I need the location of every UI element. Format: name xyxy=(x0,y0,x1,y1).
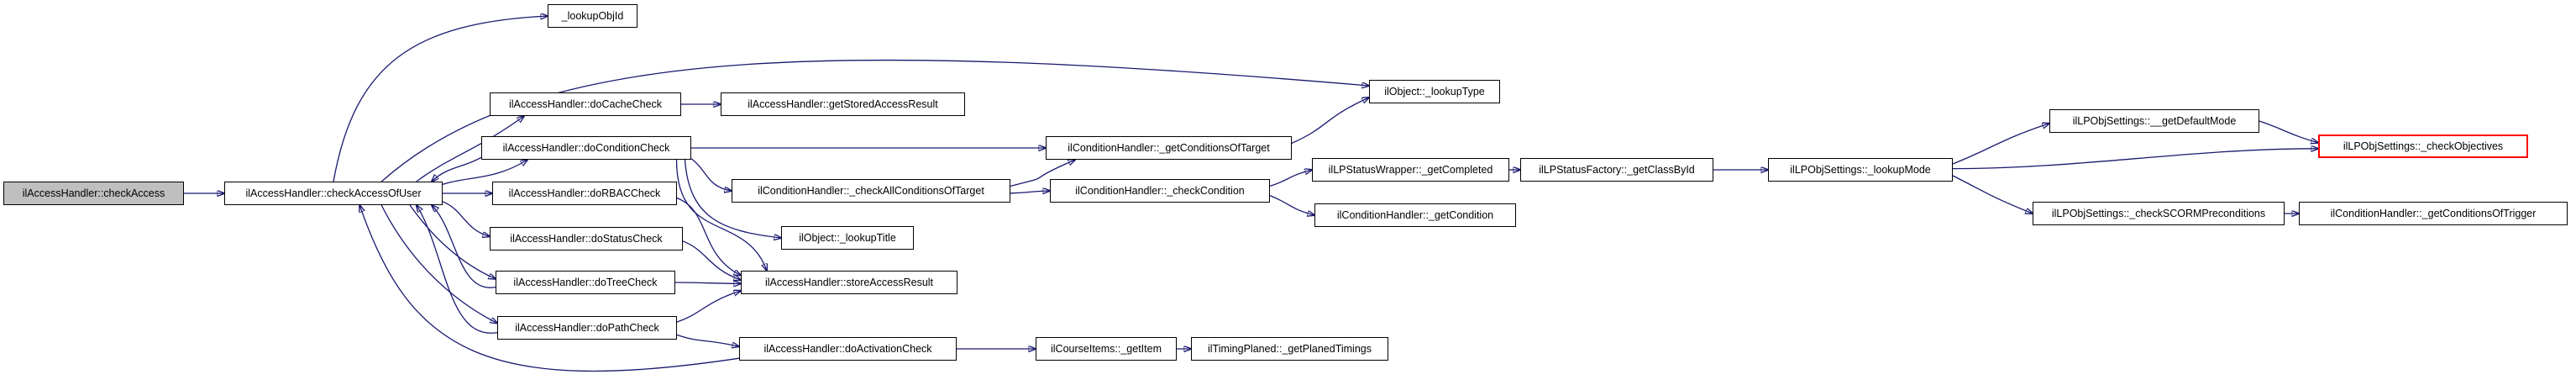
edge-check-access-of-user--do-condition-check xyxy=(442,160,527,185)
node-check-objectives[interactable]: ilLPObjSettings::_checkObjectives xyxy=(2318,134,2528,158)
edge-check-access-of-user--lookup-obj-id xyxy=(333,16,548,182)
edge-check-access-of-user--do-status-check xyxy=(442,201,490,236)
node-get-conditions-of-trigger[interactable]: ilConditionHandler::_getConditionsOfTrig… xyxy=(2299,202,2568,225)
edge-do-path-check--check-access-of-user xyxy=(417,205,498,334)
edge-lookup-mode--check-objectives xyxy=(1952,149,2318,170)
edge-do-status-check--store-access-result xyxy=(682,240,741,280)
node-do-path-check[interactable]: ilAccessHandler::doPathCheck xyxy=(497,316,677,340)
node-do-rbac-check[interactable]: ilAccessHandler::doRBACCheck xyxy=(492,182,677,205)
edge-do-condition-check--check-access-of-user xyxy=(432,156,482,182)
node-get-item[interactable]: ilCourseItems::_getItem xyxy=(1036,337,1177,361)
node-lookup-mode[interactable]: ilLPObjSettings::_lookupMode xyxy=(1768,158,1953,182)
edge-check-access-of-user--lookup-type xyxy=(380,59,1369,182)
edge-do-activation-check--check-access-of-user xyxy=(359,205,740,372)
edge-do-tree-check--check-access-of-user xyxy=(432,205,496,288)
edge-do-condition-check--check-all-conditions-of-target xyxy=(690,158,732,191)
node-get-stored-access-result[interactable]: ilAccessHandler::getStoredAccessResult xyxy=(721,92,965,116)
node-get-default-mode[interactable]: ilLPObjSettings::__getDefaultMode xyxy=(2049,109,2259,133)
node-do-cache-check[interactable]: ilAccessHandler::doCacheCheck xyxy=(490,92,681,116)
edge-do-path-check--store-access-result xyxy=(676,291,741,323)
edge-do-path-check--do-activation-check xyxy=(676,334,739,346)
edge-check-access-of-user--do-path-check xyxy=(380,204,497,323)
node-check-access-of-user[interactable]: ilAccessHandler::checkAccessOfUser xyxy=(224,182,443,205)
node-lookup-type[interactable]: ilObject::_lookupType xyxy=(1369,80,1500,103)
node-lookup-obj-id[interactable]: _lookupObjId xyxy=(548,4,637,28)
edge-do-condition-check--store-access-result xyxy=(675,159,767,271)
edge-do-condition-check--lookup-title xyxy=(684,159,782,238)
node-do-activation-check[interactable]: ilAccessHandler::doActivationCheck xyxy=(739,337,957,361)
edge-do-tree-check--store-access-result xyxy=(674,282,741,283)
edge-get-conditions-of-target--lookup-type xyxy=(1291,98,1369,144)
edge-get-default-mode--check-objectives xyxy=(2259,120,2318,143)
edge-do-rbac-check--store-access-result xyxy=(676,197,741,276)
node-check-access[interactable]: ilAccessHandler::checkAccess xyxy=(3,182,184,205)
node-check-condition[interactable]: ilConditionHandler::_checkCondition xyxy=(1050,179,1270,203)
edge-check-condition--get-condition xyxy=(1269,194,1314,215)
node-get-condition[interactable]: ilConditionHandler::_getCondition xyxy=(1314,203,1516,227)
edge-check-access-of-user--do-cache-check xyxy=(416,116,524,182)
node-do-tree-check[interactable]: ilAccessHandler::doTreeCheck xyxy=(496,271,675,294)
edge-lookup-mode--check-scorm-preconditions xyxy=(1952,175,2033,214)
node-check-all-conditions-of-target[interactable]: ilConditionHandler::_checkAllConditionsO… xyxy=(732,179,1010,203)
edge-check-all-conditions-of-target--check-condition xyxy=(1010,191,1050,193)
node-store-access-result[interactable]: ilAccessHandler::storeAccessResult xyxy=(741,271,957,294)
edge-lookup-mode--get-default-mode xyxy=(1952,124,2049,165)
node-lookup-title[interactable]: ilObject::_lookupTitle xyxy=(781,226,914,250)
node-do-status-check[interactable]: ilAccessHandler::doStatusCheck xyxy=(490,227,683,251)
node-get-class-by-id[interactable]: ilLPStatusFactory::_getClassById xyxy=(1520,158,1713,182)
node-get-completed[interactable]: ilLPStatusWrapper::_getCompleted xyxy=(1312,158,1509,182)
node-do-condition-check[interactable]: ilAccessHandler::doConditionCheck xyxy=(481,136,691,160)
node-get-planed-timings[interactable]: ilTimingPlaned::_getPlanedTimings xyxy=(1191,337,1388,361)
edge-check-access-of-user--do-tree-check xyxy=(409,204,496,279)
node-check-scorm-preconditions[interactable]: ilLPObjSettings::_checkSCORMPrecondition… xyxy=(2033,202,2285,225)
edge-check-all-conditions-of-target--get-conditions-of-target xyxy=(1010,160,1075,187)
edge-check-condition--get-completed xyxy=(1269,170,1312,187)
node-get-conditions-of-target[interactable]: ilConditionHandler::_getConditionsOfTarg… xyxy=(1046,136,1292,160)
